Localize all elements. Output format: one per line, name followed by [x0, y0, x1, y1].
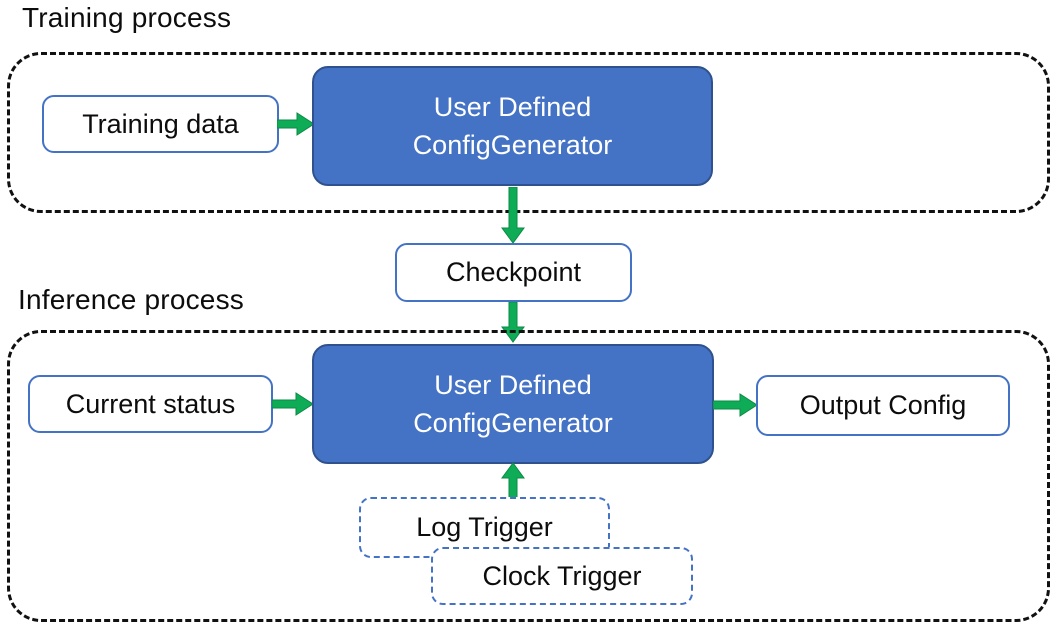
clock-trigger-box: Clock Trigger — [431, 547, 693, 605]
clock-trigger-label: Clock Trigger — [482, 560, 642, 591]
current-status-label: Current status — [65, 388, 236, 419]
checkpoint-label: Checkpoint — [445, 257, 582, 287]
arrow-triggers-to-generator-icon — [501, 462, 525, 499]
output-config-label: Output Config — [799, 390, 967, 420]
training-process-title: Training process — [22, 2, 232, 33]
inference-process-title: Inference process — [18, 284, 244, 315]
arrow-generator-to-output-config-icon — [713, 393, 758, 417]
arrow-training-data-to-generator-icon — [277, 112, 315, 136]
training-data-box: Training data — [42, 95, 279, 153]
training-generator-line1: User Defined — [433, 92, 592, 122]
inference-process-container — [7, 330, 1050, 622]
inference-config-generator-box: User Defined ConfigGenerator — [312, 344, 714, 464]
checkpoint-box: Checkpoint — [395, 243, 632, 302]
arrow-current-status-to-generator-icon — [272, 392, 314, 416]
output-config-box: Output Config — [756, 375, 1010, 436]
training-generator-line2: ConfigGenerator — [412, 130, 613, 160]
log-trigger-label: Log Trigger — [416, 512, 553, 542]
inference-generator-line1: User Defined — [434, 370, 592, 400]
inference-generator-line2: ConfigGenerator — [413, 408, 613, 438]
arrow-generator-to-checkpoint-icon — [501, 187, 525, 244]
training-config-generator-box: User Defined ConfigGenerator — [312, 66, 713, 186]
training-data-label: Training data — [82, 108, 239, 139]
current-status-box: Current status — [28, 375, 273, 433]
training-process-container — [7, 52, 1050, 213]
